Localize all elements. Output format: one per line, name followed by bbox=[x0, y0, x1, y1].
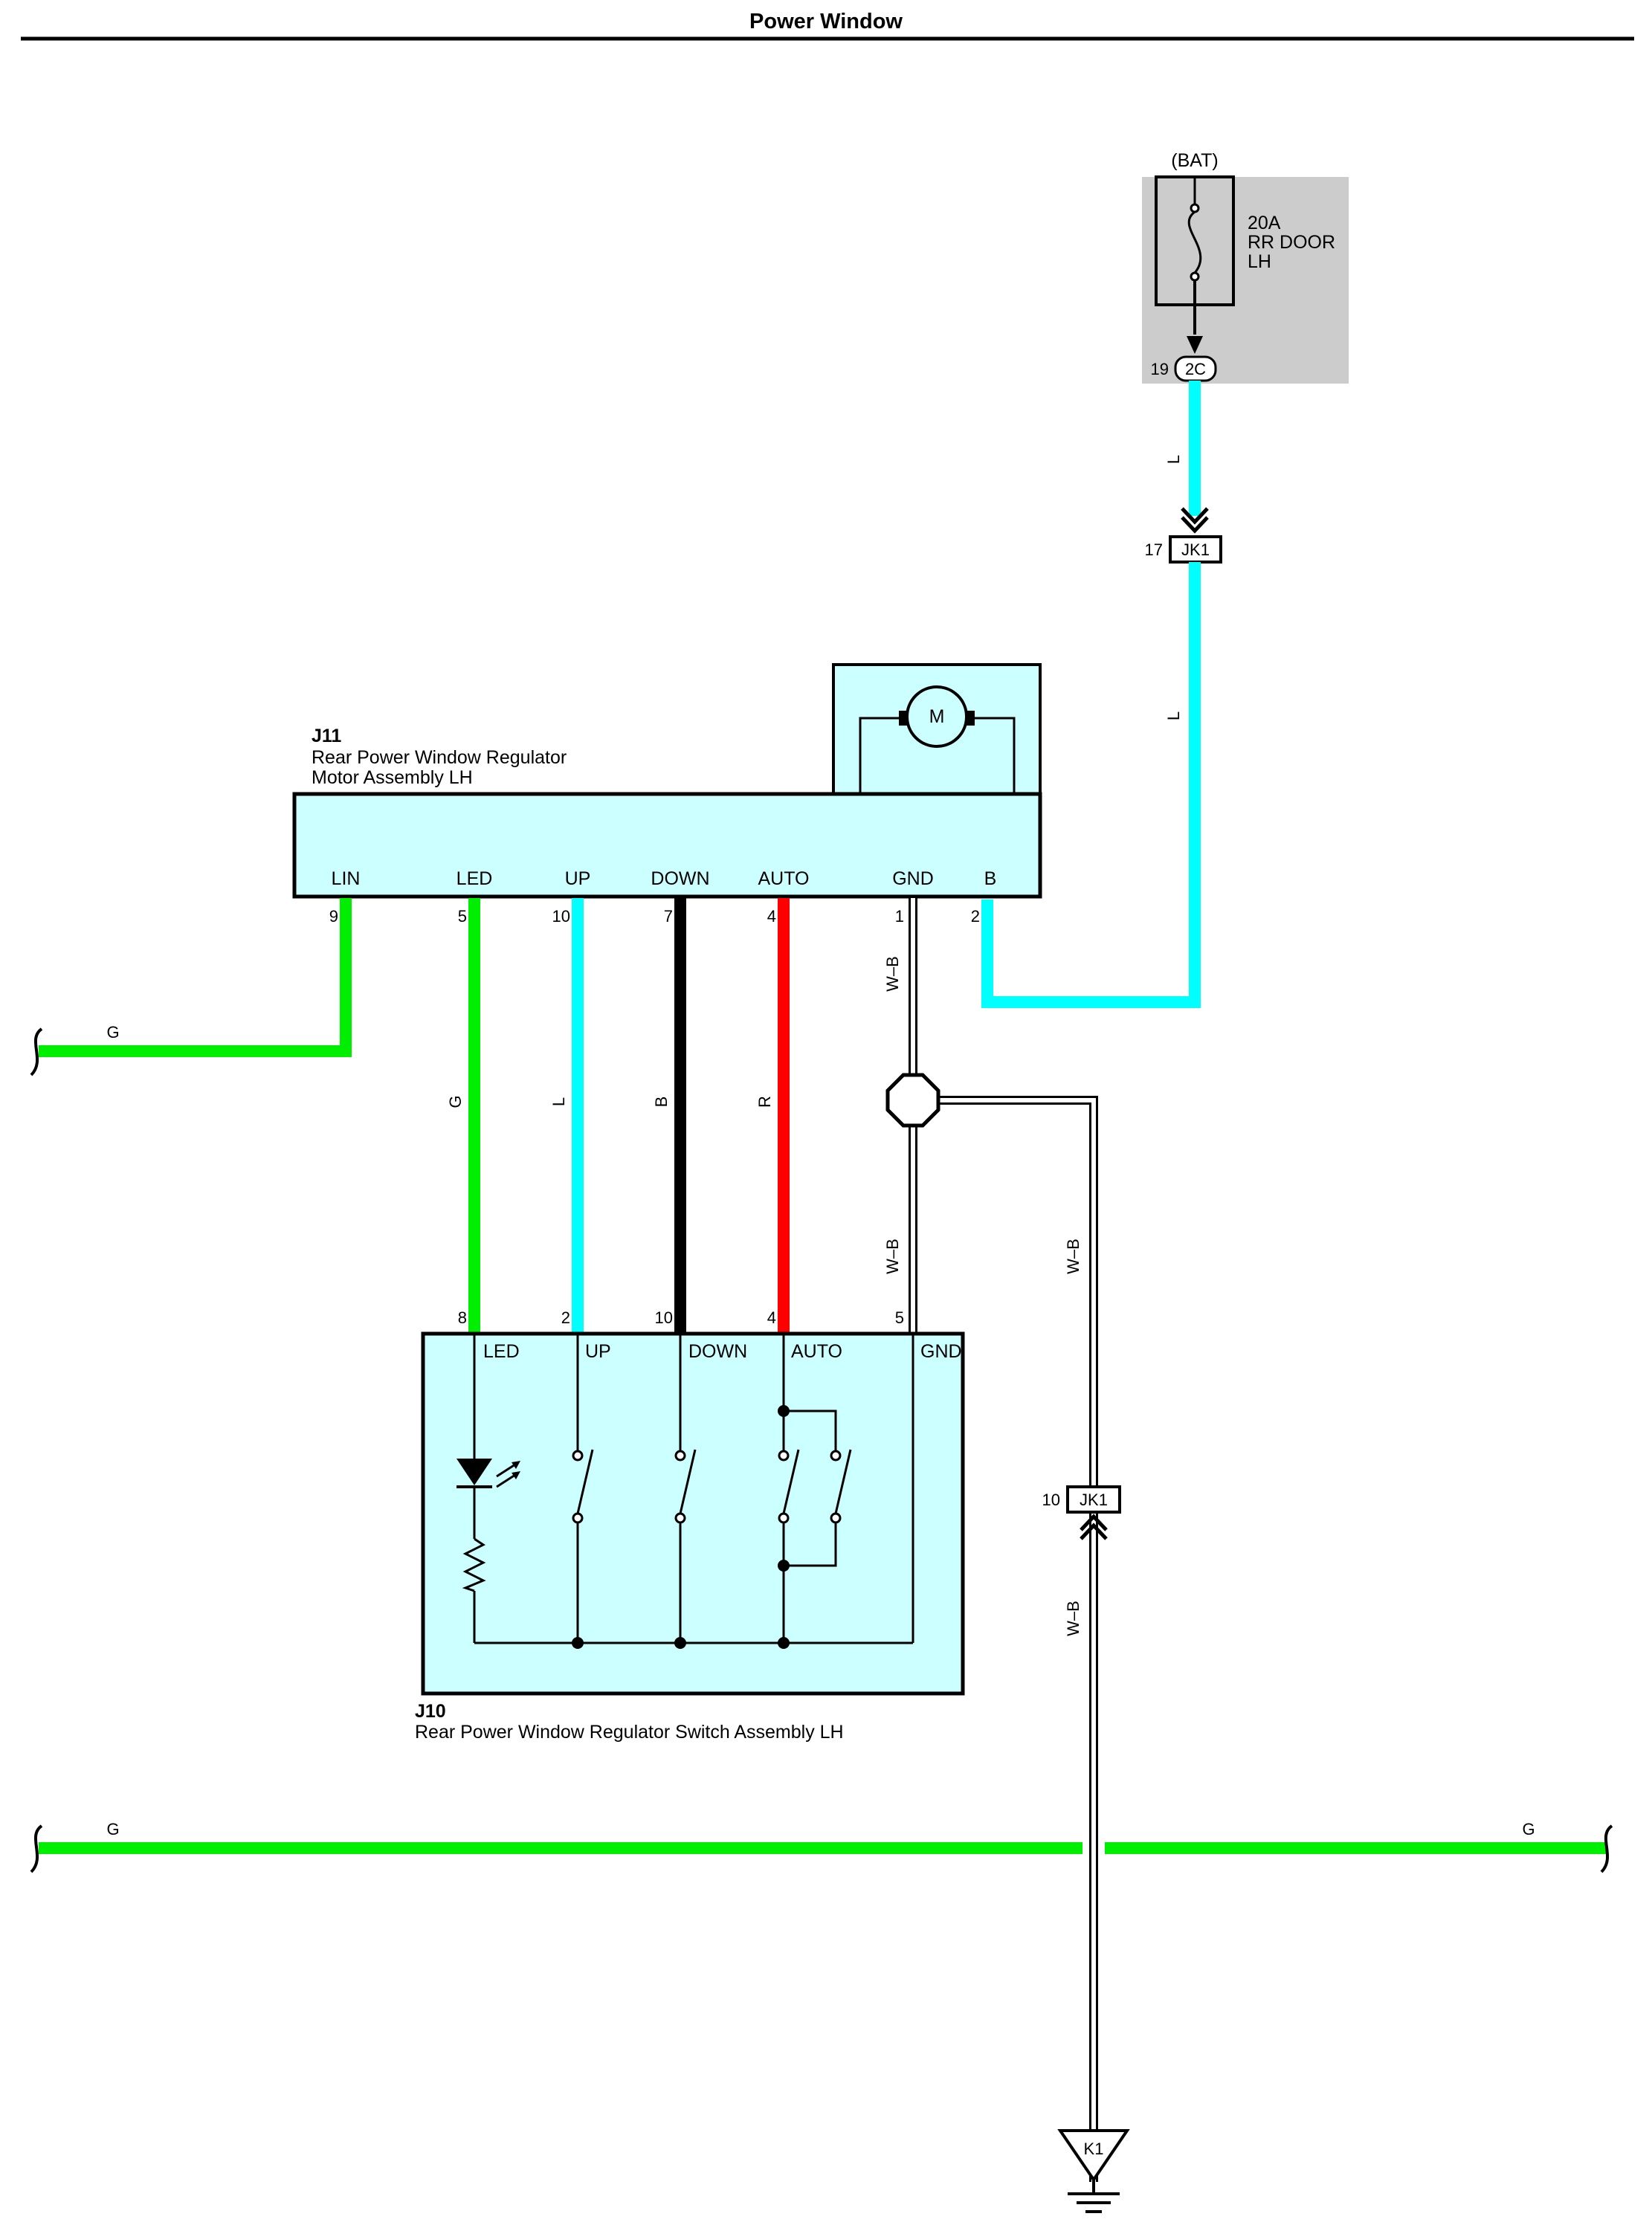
motor-icon bbox=[859, 685, 1016, 794]
motor-terminal-auto: AUTO bbox=[758, 868, 810, 889]
motor-terminal-gnd: GND bbox=[892, 868, 934, 889]
motor-terminal-b: B bbox=[984, 868, 997, 889]
motor-pin-auto: 4 bbox=[767, 907, 776, 926]
junction-jk1-bottom-pin: 10 bbox=[1042, 1491, 1060, 1509]
wire-up-color: L bbox=[549, 1097, 568, 1106]
junction-arrow-icon bbox=[1181, 507, 1209, 534]
wire-gnd-upper-color: W–B bbox=[883, 956, 902, 992]
switch-id: J10 bbox=[415, 1701, 446, 1722]
switch-auto-aux-contact-icon bbox=[830, 1449, 852, 1524]
wire-gnd-branch-color: W–B bbox=[1064, 1239, 1082, 1274]
wire-break-left-icon bbox=[30, 1824, 43, 1873]
wire-auto-color: R bbox=[755, 1096, 774, 1108]
fuse-block: (BAT) 20A RR DOOR LH 2C 19 bbox=[1142, 150, 1349, 384]
wire-fuse-to-junction-color: L bbox=[1164, 455, 1183, 464]
motor-pin-lin: 9 bbox=[329, 907, 338, 926]
switch-junction-dots bbox=[572, 1405, 790, 1649]
wire-gnd-lower-color: W–B bbox=[883, 1239, 902, 1274]
junction-jk1-top-pin: 17 bbox=[1145, 540, 1163, 559]
motor-terminal-down: DOWN bbox=[651, 868, 709, 889]
wire-led-color: G bbox=[446, 1095, 465, 1108]
switch-pin-up: 2 bbox=[561, 1308, 570, 1327]
motor-id: J11 bbox=[312, 726, 341, 746]
switch-down-contact-icon bbox=[674, 1449, 697, 1524]
junction-jk1-top-label: JK1 bbox=[1181, 540, 1210, 559]
motor-pin-up: 10 bbox=[552, 907, 570, 926]
wire-break-right-icon bbox=[1600, 1824, 1613, 1873]
motor-pin-down: 7 bbox=[664, 907, 673, 926]
switch-pin-down: 10 bbox=[655, 1308, 673, 1327]
switch-auto-contact-icon bbox=[778, 1449, 800, 1524]
page-title: Power Window bbox=[749, 10, 903, 33]
fuse-box-shading bbox=[1142, 177, 1349, 384]
ground-icon bbox=[1057, 2129, 1130, 2213]
resistor-icon bbox=[462, 1537, 486, 1592]
switch-pin-led: 8 bbox=[458, 1308, 467, 1327]
motor-name-line1: Rear Power Window Regulator bbox=[312, 747, 567, 768]
switch-terminal-down: DOWN bbox=[688, 1341, 747, 1362]
fuse-rating: 20A bbox=[1248, 213, 1281, 233]
switch-pin-auto: 4 bbox=[767, 1308, 776, 1327]
wire-junction-to-motor-color: L bbox=[1164, 711, 1183, 720]
led-icon bbox=[456, 1459, 520, 1488]
motor-pin-b: 2 bbox=[971, 907, 980, 926]
wire-bus-right-color: G bbox=[1522, 1820, 1535, 1838]
switch-name: Rear Power Window Regulator Switch Assem… bbox=[415, 1722, 844, 1743]
switch-terminal-auto: AUTO bbox=[791, 1341, 842, 1362]
fuse-name-line1: RR DOOR bbox=[1248, 232, 1335, 253]
switch-internal-wiring bbox=[473, 1334, 914, 1644]
motor-pin-gnd: 1 bbox=[895, 907, 904, 926]
splice-point-icon bbox=[885, 1073, 940, 1128]
motor-assembly: M J11 Rear Power Window Regulator Motor … bbox=[292, 663, 1042, 899]
motor-symbol: M bbox=[929, 706, 945, 727]
junction-jk1-bottom-label: JK1 bbox=[1080, 1491, 1108, 1509]
wire-lin-color: G bbox=[106, 1023, 119, 1042]
junction-jk1-bottom bbox=[1066, 1485, 1121, 1514]
wire-break-icon bbox=[30, 1027, 43, 1076]
wire-junction-to-motor-b bbox=[981, 562, 1201, 1008]
ground-label: K1 bbox=[1084, 2140, 1104, 2158]
switch-up-contact-icon bbox=[572, 1449, 594, 1524]
junction-jk1-top bbox=[1169, 535, 1222, 564]
fuse-name-line2: LH bbox=[1248, 251, 1271, 272]
wire-lin bbox=[39, 898, 352, 1057]
fuse-source-label: (BAT) bbox=[1171, 150, 1218, 171]
motor-terminal-lin: LIN bbox=[332, 868, 361, 889]
motor-terminal-up: UP bbox=[565, 868, 591, 889]
wire-gnd-branch bbox=[913, 1096, 1098, 2182]
fuse-connector-pin: 19 bbox=[1151, 360, 1169, 378]
fuse-icon bbox=[1187, 177, 1203, 354]
switch-terminal-gnd: GND bbox=[920, 1341, 962, 1362]
switch-body bbox=[421, 1331, 965, 1696]
switch-assembly: J10 Rear Power Window Regulator Switch A… bbox=[415, 1308, 965, 1743]
switch-pin-gnd: 5 bbox=[895, 1308, 904, 1327]
motor-pin-led: 5 bbox=[458, 907, 467, 926]
wire-bus-left-color: G bbox=[106, 1820, 119, 1838]
junction-arrow-up-icon bbox=[1080, 1514, 1108, 1540]
wire-gnd-to-ground-color: W–B bbox=[1064, 1601, 1082, 1636]
fuse-connector-label: 2C bbox=[1185, 360, 1206, 378]
motor-name-line2: Motor Assembly LH bbox=[312, 767, 473, 788]
switch-terminal-led: LED bbox=[483, 1341, 520, 1362]
wire-down-color: B bbox=[652, 1097, 671, 1108]
motor-body bbox=[292, 792, 1042, 899]
switch-terminal-up: UP bbox=[585, 1341, 611, 1362]
motor-terminal-led: LED bbox=[456, 868, 493, 889]
